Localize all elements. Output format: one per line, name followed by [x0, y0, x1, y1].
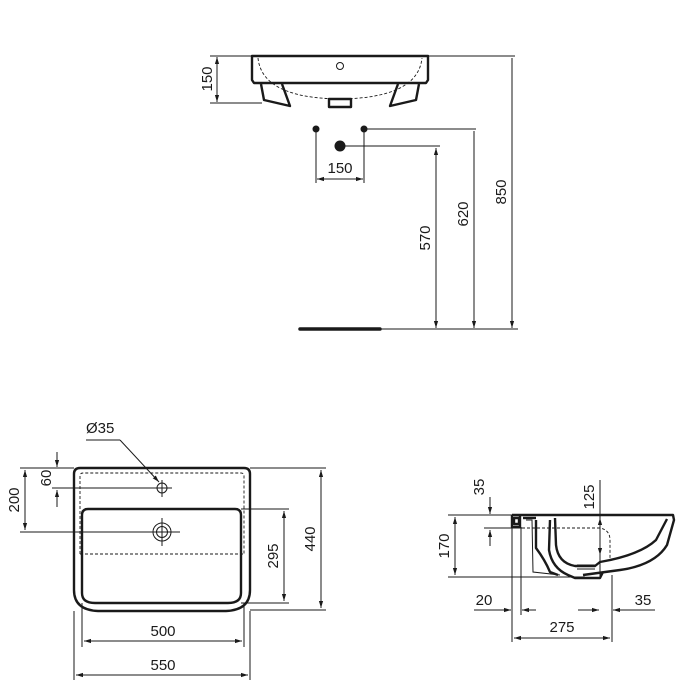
basin-height-label: 150 [199, 66, 216, 91]
supply-height-label: 620 [455, 201, 472, 226]
waste-offset-label: 200 [6, 487, 23, 512]
bowl-depth-label: 295 [265, 543, 282, 568]
side-section-view: 170 35 125 20 35 275 [436, 479, 676, 642]
basin-section-outline [510, 513, 676, 580]
front-elevation-view: 150 150 570 620 850 [199, 54, 518, 331]
tap-hole-offset-label: 60 [38, 470, 55, 487]
rim-thickness-label: 35 [471, 479, 488, 496]
supply-points [312, 125, 368, 152]
tap-spacing-label: 150 [327, 160, 352, 177]
waste-height-label: 570 [417, 225, 434, 250]
basin-front-outline [250, 54, 430, 109]
tap-hole-diameter-label: Ø35 [86, 420, 114, 437]
plan-view: Ø35 200 60 295 440 500 550 [6, 420, 326, 680]
bowl-width-label: 500 [150, 623, 175, 640]
rim-height-label: 850 [493, 179, 510, 204]
basin-plan-outline [72, 466, 252, 613]
front-edge-label: 35 [635, 592, 652, 609]
section-bowl-depth-label: 125 [581, 484, 598, 509]
overall-width-label: 550 [150, 657, 175, 674]
waste-to-wall-label: 275 [549, 619, 574, 636]
wall-gap-label: 20 [476, 592, 493, 609]
overall-depth-label: 440 [302, 526, 319, 551]
section-height-label: 170 [436, 533, 453, 558]
